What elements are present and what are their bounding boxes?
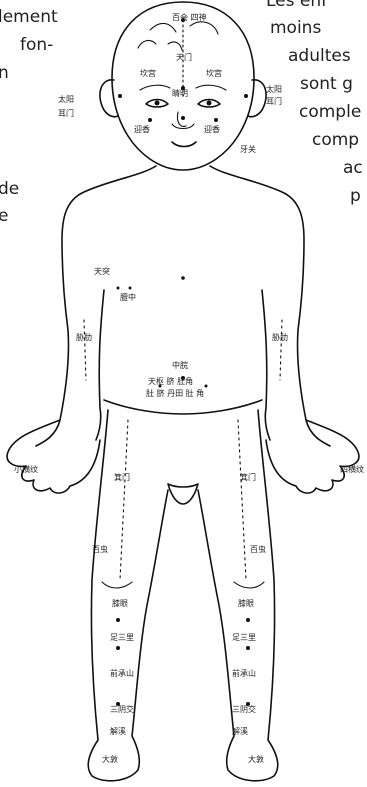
right-arm-meridian <box>280 320 282 380</box>
label-dadun-right: 大敦 <box>248 754 264 764</box>
label-kangong-right: 坎宫 <box>206 68 222 78</box>
label-baihui: 百会 四神 <box>172 12 207 22</box>
label-xie-left: 胁肋 <box>76 332 92 342</box>
mouth <box>172 142 196 147</box>
right-leg <box>198 410 278 781</box>
label-jingming: 睛明 <box>172 88 188 98</box>
label-zhongwan: 中脘 <box>172 360 188 370</box>
label-kangong-left: 坎宫 <box>140 68 156 78</box>
acupoint-labels: 百会 四神 天门 坎宫 坎宫 太阳 太阳 耳门 耳门 睛明 迎香 迎香 牙关 天… <box>14 12 364 764</box>
right-inner-arm <box>262 290 270 440</box>
label-jimen-right: 箕门 <box>240 472 256 482</box>
label-qianchengshan-right: 前承山 <box>232 668 256 678</box>
left-leg-meridian <box>120 420 128 580</box>
right-leg-meridian <box>238 420 246 580</box>
label-qianchengshan-left: 前承山 <box>110 668 134 678</box>
right-knee <box>234 582 264 588</box>
label-baichong-left: 百虫 <box>92 544 108 554</box>
label-zusanli-left: 足三里 <box>110 633 134 642</box>
label-yingxiang-left: 迎香 <box>134 124 150 134</box>
label-baichong-right: 百虫 <box>250 544 266 554</box>
label-jiexi-left: 解溪 <box>110 726 126 736</box>
right-hand <box>266 420 359 493</box>
label-xiyan-left: 膝眼 <box>112 598 128 608</box>
left-knee <box>102 582 132 588</box>
label-jiexi-right: 解溪 <box>232 726 248 736</box>
label-sanyinjiao-left: 三阴交 <box>110 704 134 714</box>
left-ear <box>100 80 118 117</box>
label-duqi: 肚 脐 丹田 肚 角 <box>146 388 204 398</box>
label-jimen-left: 箕门 <box>114 472 130 482</box>
left-inner-arm <box>96 290 104 440</box>
left-leg <box>88 410 168 781</box>
label-sanyinjiao-right: 三阴交 <box>232 704 256 714</box>
right-ear <box>248 80 266 117</box>
label-yingxiang-right: 迎香 <box>204 124 220 134</box>
body-outline <box>36 166 330 446</box>
label-dadun-left: 大敦 <box>102 754 118 764</box>
label-xiaohengwen: 小横纹 <box>14 464 38 474</box>
label-danzhong: 膻中 <box>120 292 136 302</box>
nose <box>172 112 194 129</box>
waist <box>104 400 262 414</box>
label-tiantu: 天突 <box>94 266 110 276</box>
left-hand <box>7 420 100 493</box>
label-zusanli-right: 足三里 <box>232 633 256 642</box>
label-sihengwen: 四横纹 <box>340 464 364 474</box>
label-xie-right: 胁肋 <box>272 332 288 342</box>
right-eyebrow <box>196 85 226 90</box>
hair-strokes <box>138 22 218 50</box>
label-ermen-right: 耳门 <box>266 96 282 106</box>
left-arm-meridian <box>84 320 86 380</box>
label-tianmen: 天门 <box>176 52 192 62</box>
groin <box>168 484 198 504</box>
label-yaguan: 牙关 <box>240 144 256 154</box>
label-ermen-left: 耳门 <box>58 108 74 118</box>
label-taiyang-left: 太阳 <box>58 94 74 104</box>
left-eyebrow <box>140 85 170 90</box>
label-tianshu: 天枢 脐 肚角 <box>148 376 193 386</box>
label-taiyang-right: 太阳 <box>266 84 282 94</box>
right-pupil <box>207 101 212 106</box>
left-pupil <box>155 101 160 106</box>
label-xiyan-right: 膝眼 <box>238 598 254 608</box>
